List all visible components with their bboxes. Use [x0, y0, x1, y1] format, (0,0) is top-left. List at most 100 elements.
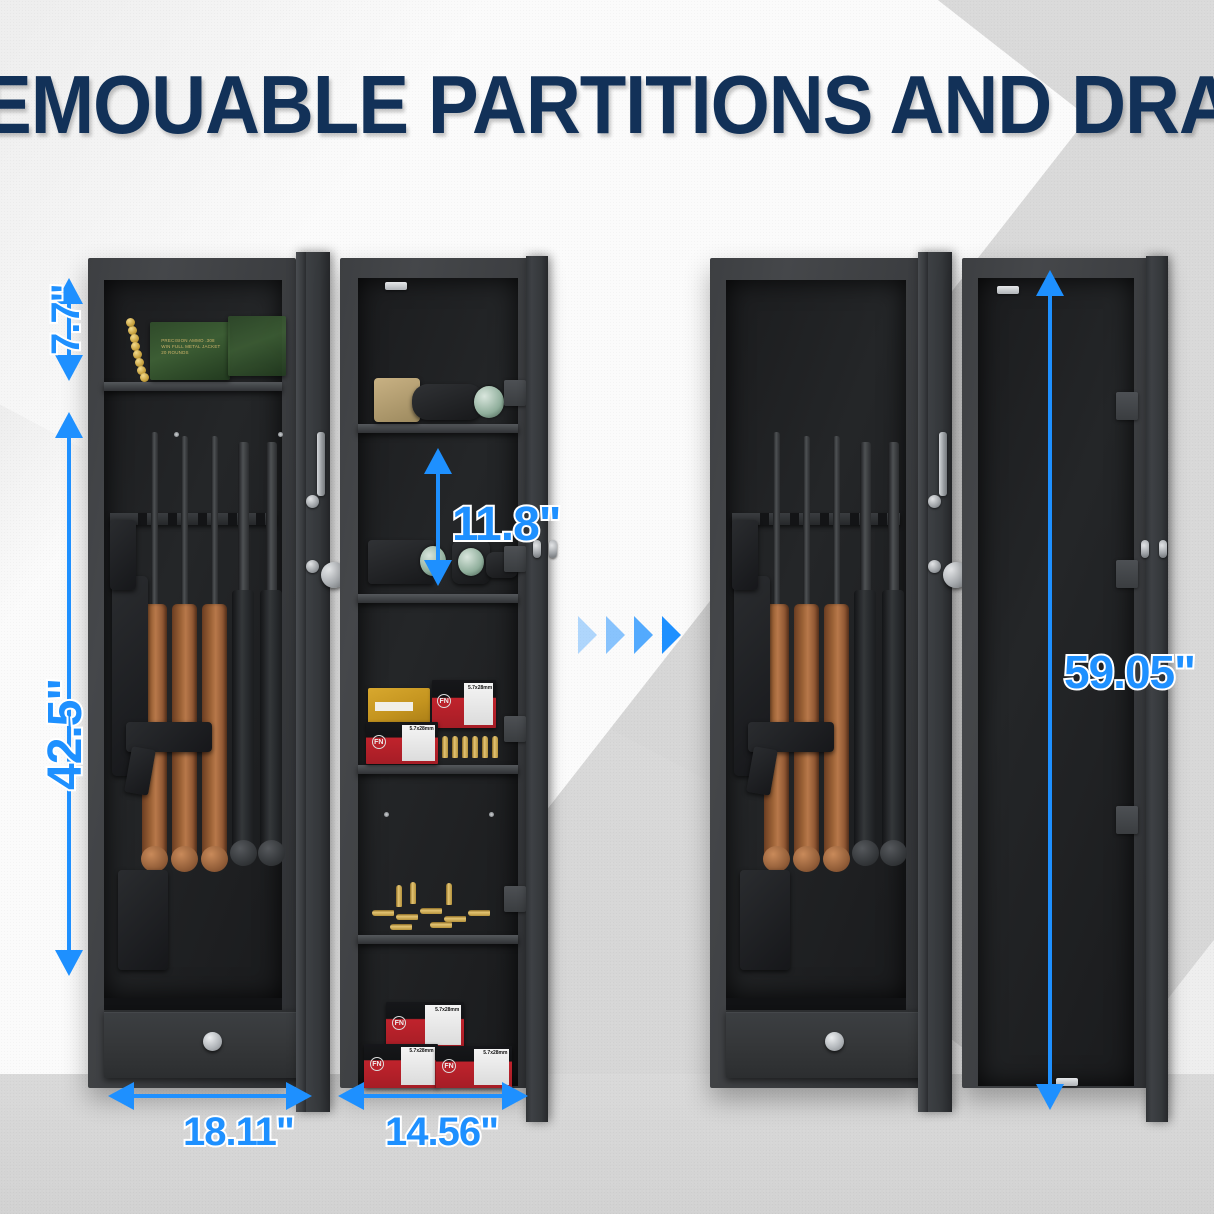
tan-ammo-box-tag	[375, 702, 413, 711]
right-door-handle[interactable]	[939, 432, 947, 496]
brass-bead	[130, 334, 139, 343]
column-top-latch-tab	[385, 282, 407, 290]
column-door-hinge-pin	[1159, 540, 1167, 558]
right-drawer-knob[interactable]	[825, 1032, 844, 1051]
left-door-hinge-pin	[306, 560, 319, 573]
tactical-rifle-upper	[110, 520, 136, 590]
left-drawer-knob[interactable]	[203, 1032, 222, 1051]
loose-cartridge	[420, 908, 442, 914]
rifle-barrel	[860, 442, 871, 594]
rifle-butt	[230, 840, 257, 866]
red-ammo-box-strip	[402, 724, 436, 762]
dim-118-line	[436, 470, 440, 566]
right-column-door[interactable]	[1146, 256, 1168, 1122]
rifle-barrel	[181, 436, 188, 612]
dim-77-arrow-up	[55, 278, 83, 304]
rifle-butt	[793, 846, 820, 872]
dim-5905-arrow-up	[1036, 270, 1064, 296]
column-latch-clip	[504, 380, 526, 406]
column-shelf-1	[358, 424, 518, 433]
rifle-butt	[880, 840, 907, 866]
column-latch-clip	[504, 716, 526, 742]
loose-cartridge	[390, 924, 412, 930]
left-top-shelf	[104, 382, 282, 391]
dim-425-line	[67, 434, 71, 958]
rifle-barrel	[151, 432, 158, 612]
red-ammo-box-caliber: 5.7x28mm	[467, 684, 493, 691]
column-shelf-2	[358, 594, 518, 603]
red-ammo-box: 5.7x28mm FN	[364, 1044, 438, 1088]
page-title: REMOUABLE PARTITIONS AND DRAWERS	[0, 58, 1214, 152]
rifle-butt	[258, 840, 285, 866]
tan-ammo-box	[368, 688, 430, 726]
rack-notch	[820, 513, 829, 525]
rifle-butt	[171, 846, 198, 872]
column-door-hinge-pin	[549, 540, 557, 558]
rifle-barrel	[888, 442, 899, 594]
dim-1811-line	[130, 1094, 292, 1098]
dim-1811-arrow-left	[108, 1082, 134, 1110]
rifle-scope	[412, 384, 484, 420]
tactical-rifle-upper	[732, 520, 758, 590]
chevron-right-icon	[662, 616, 681, 654]
fn-brand-mark: FN	[392, 1015, 407, 1030]
standing-cartridge	[410, 882, 416, 904]
dim-1811-arrow-right	[286, 1082, 312, 1110]
brass-bead	[137, 366, 146, 375]
brass-bead	[126, 318, 135, 327]
fn-brand-mark: FN	[442, 1058, 457, 1073]
left-column-door[interactable]	[526, 256, 548, 1122]
rifle-barrel	[833, 436, 840, 612]
rifle-barrel	[211, 436, 218, 612]
rifle-barrel	[773, 432, 780, 612]
rack-notch	[790, 513, 799, 525]
dim-label-full-height: 59.05"	[1062, 644, 1198, 700]
chevron-right-icon	[634, 616, 653, 654]
rack-notch	[168, 513, 177, 525]
rifle-butt	[141, 846, 168, 872]
column-latch-clip	[1116, 560, 1138, 588]
left-door-handle[interactable]	[317, 432, 325, 496]
dim-77-arrow-down	[55, 355, 83, 381]
dim-label-gun-rack: 42.5"	[37, 677, 94, 792]
rifle-butt	[763, 846, 790, 872]
right-door-inner-edge	[918, 252, 928, 1112]
chevron-right-icon	[606, 616, 625, 654]
rack-notch	[760, 513, 769, 525]
red-ammo-box-caliber: 5.7x28mm	[409, 1048, 434, 1055]
dim-118-arrow-down	[424, 560, 452, 586]
brass-cartridge	[462, 736, 468, 758]
rifle-foregrip	[740, 870, 790, 970]
loose-cartridge	[372, 910, 394, 916]
chevron-right-icon	[578, 616, 597, 654]
rifle-butt	[201, 846, 228, 872]
dim-label-top-shelf: 7.7"	[42, 282, 90, 357]
loose-cartridge	[468, 910, 490, 916]
rifle-barrel	[238, 442, 249, 594]
red-ammo-box: 5.7x28mm FN	[436, 1046, 512, 1088]
brass-cartridge	[452, 736, 458, 758]
column-bottom-latch-tab	[1056, 1078, 1078, 1086]
brass-cartridge	[472, 736, 478, 758]
green-ammo-box-back	[228, 316, 286, 376]
red-ammo-box-strip	[425, 1004, 461, 1046]
dim-77-line	[67, 300, 71, 362]
rack-notch	[878, 513, 887, 525]
rack-notch	[138, 513, 147, 525]
dim-5905-line	[1048, 292, 1052, 1092]
shelf-peg-hole	[278, 432, 283, 437]
scope-ring-lens	[458, 548, 484, 576]
dim-118-arrow-up	[424, 448, 452, 474]
rifle-foregrip	[118, 870, 168, 970]
brass-bead	[131, 342, 140, 351]
red-ammo-box-strip	[464, 682, 494, 726]
fn-brand-mark: FN	[371, 734, 386, 749]
left-drawer-gap	[104, 998, 282, 1010]
shelf-peg-hole	[384, 812, 389, 817]
dim-1456-arrow-left	[338, 1082, 364, 1110]
right-drawer-gap	[726, 998, 906, 1010]
green-ammo-box-front: PRECISION AMMO .308 WIN FULL METAL JACKE…	[150, 322, 230, 380]
dim-1456-line	[360, 1094, 508, 1098]
dim-label-left-width: 18.11"	[181, 1108, 297, 1156]
